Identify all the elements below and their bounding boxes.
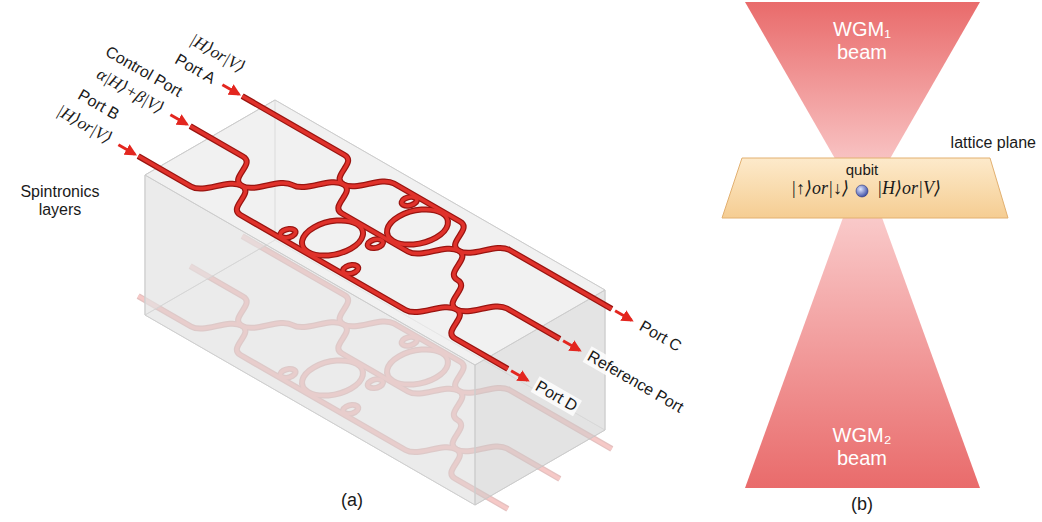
polarization-state: |H⟩or|V⟩ [877,178,941,199]
lattice-plane: qubit|↑⟩or|↓⟩|H⟩or|V⟩lattice plane [715,158,1015,220]
shape [722,158,1008,218]
beam-label: WGM₁ beam [812,18,912,64]
shape [745,190,980,488]
laser-beam: WGM₂ beam [745,190,980,488]
qubit-label: qubit [846,161,879,178]
plane-label: lattice plane [951,134,1036,152]
panel-label: (b) [851,494,873,515]
port-arrows [118,85,631,381]
panel-label: (a) [341,490,363,511]
upper-waveguide-layer [138,96,612,369]
port-label: Port C [634,317,686,358]
beam-label: WGM₂ beam [812,424,912,470]
qubit-dot [856,185,868,197]
spin-state: |↑⟩or|↓⟩ [791,178,849,199]
layer-label: Spintronics layers [10,183,110,220]
